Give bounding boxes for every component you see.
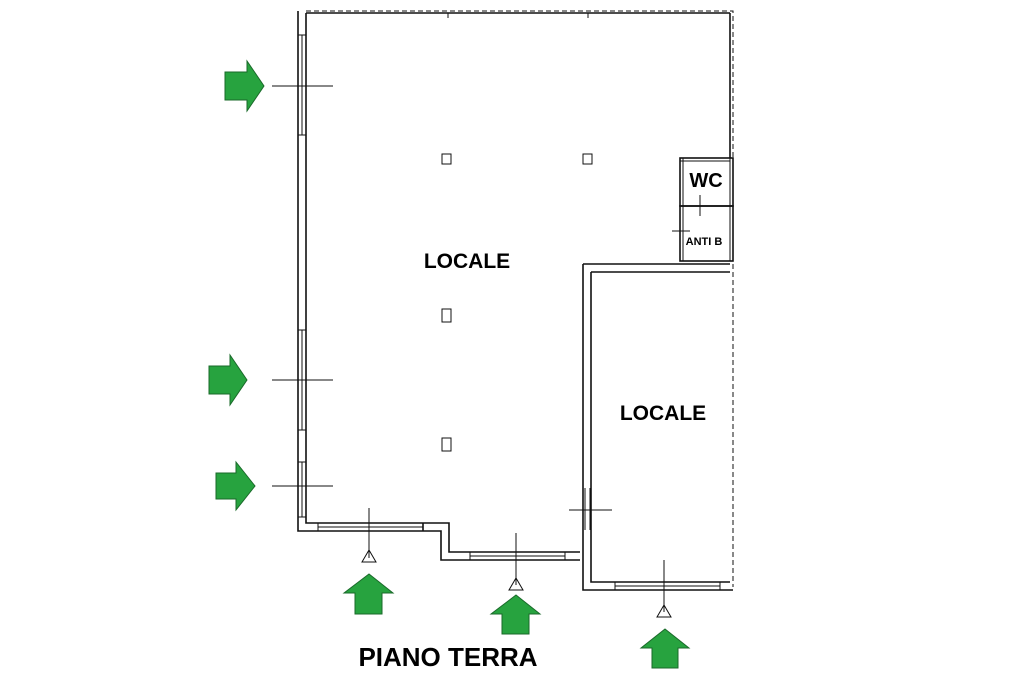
pillar (441, 437, 452, 452)
arrow-right-icon (215, 460, 256, 512)
room-label-locale-right: LOCALE (620, 402, 706, 425)
bottom-windows (317, 522, 721, 591)
left-windows (297, 34, 307, 518)
arrow-up-icon (489, 594, 542, 635)
arrow-up-icon (342, 573, 395, 615)
section-markers (272, 13, 701, 618)
pillar (441, 153, 452, 165)
walls (297, 11, 734, 591)
entrance-arrows (208, 59, 691, 669)
room-label-locale-main: LOCALE (424, 250, 510, 273)
room-label-wc: WC (689, 170, 722, 192)
pillar (582, 153, 593, 165)
plan-title: PIANO TERRA (358, 642, 537, 672)
dashed-boundary (306, 10, 734, 587)
arrow-up-icon (639, 628, 691, 669)
arrow-right-icon (224, 59, 265, 113)
pillars (441, 153, 593, 452)
room-label-antibagno: ANTI B (686, 236, 723, 248)
arrow-right-icon (208, 353, 248, 407)
pillar (441, 308, 452, 323)
